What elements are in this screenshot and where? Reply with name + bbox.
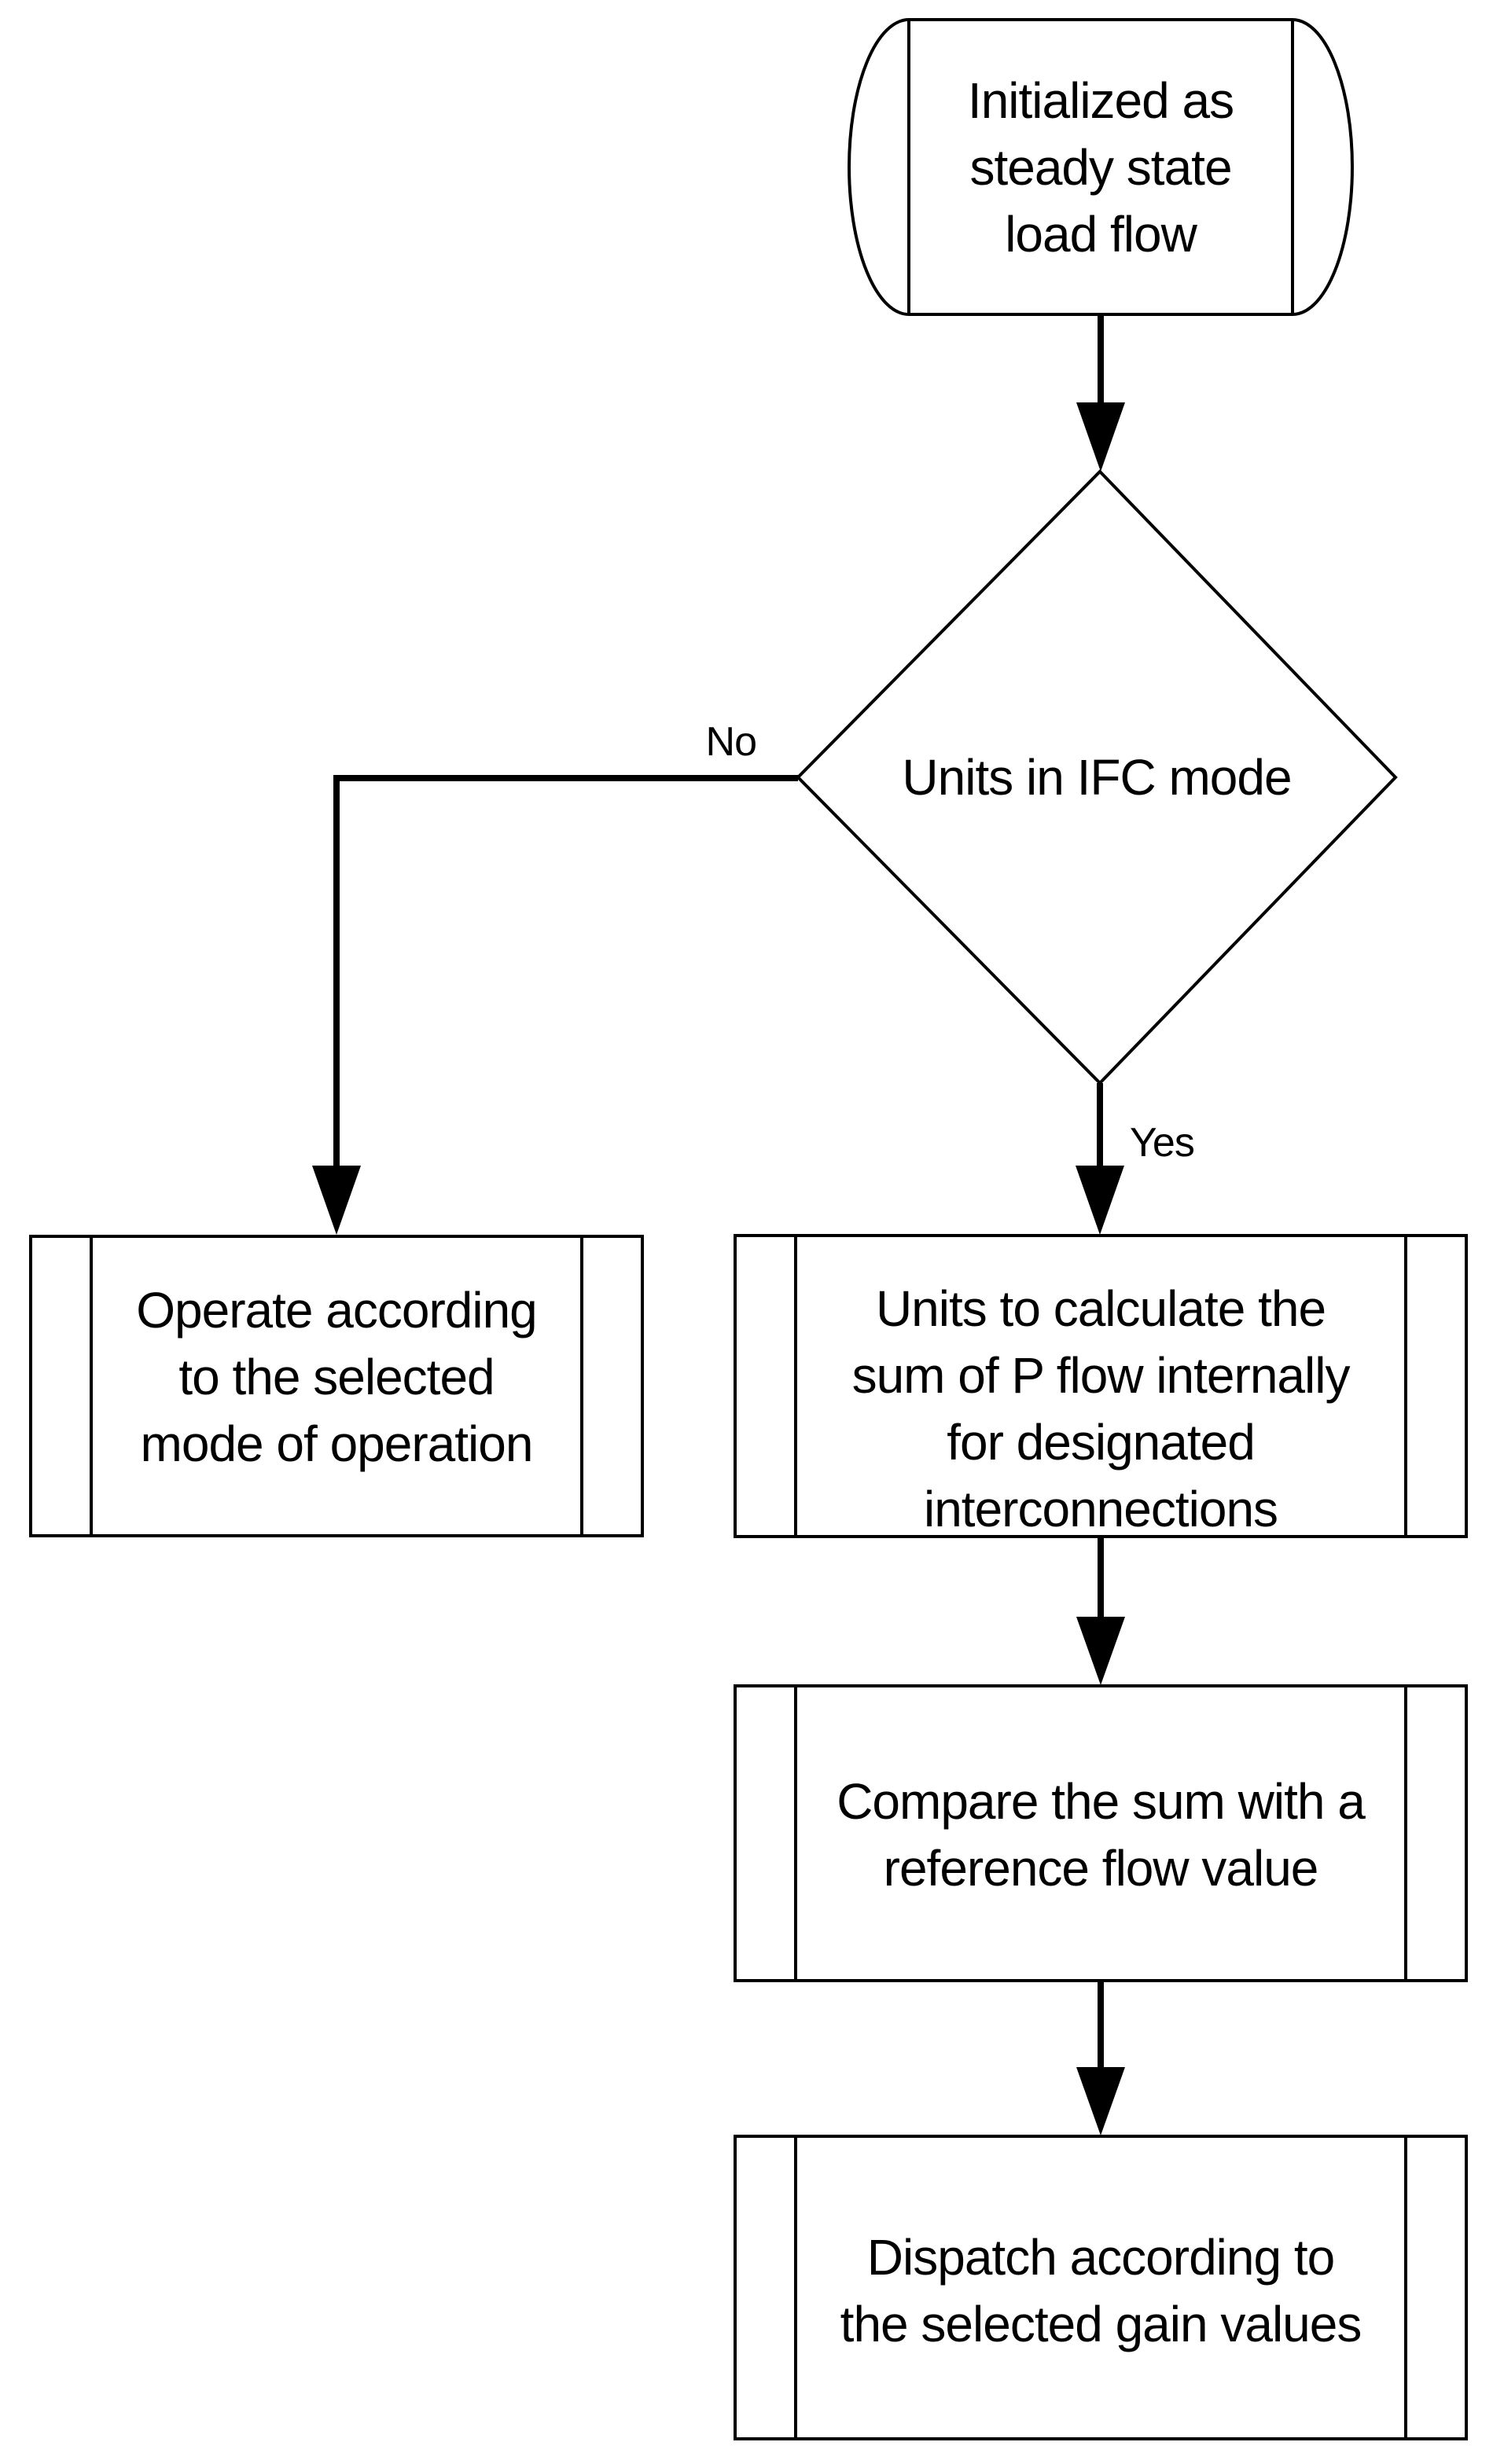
text-line: load flow — [1005, 206, 1197, 263]
decision-node-text: Units in IFC mode — [782, 744, 1411, 811]
no-edge-label: No — [705, 719, 757, 765]
compare-box-shape — [734, 1684, 1468, 1982]
text-line: Dispatch according to — [866, 2229, 1335, 2286]
calculate-box-shape — [734, 1234, 1468, 1538]
text-line: Initialized as — [967, 72, 1234, 129]
dispatch-box-shape — [734, 2135, 1468, 2440]
operate-box-shape — [29, 1235, 644, 1537]
text-line: Units to calculate the — [875, 1280, 1326, 1337]
dispatch-box-text: Dispatch according to the selected gain … — [796, 2224, 1406, 2358]
calculate-box-text: Units to calculate the sum of P flow int… — [796, 1276, 1406, 1543]
text-line: mode of operation — [140, 1416, 534, 1472]
start-node-text: Initialized as steady state load flow — [865, 68, 1337, 268]
operate-box-text: Operate according to the selected mode o… — [22, 1277, 651, 1478]
text-line: the selected gain values — [840, 2296, 1362, 2352]
compare-box-text: Compare the sum with a reference flow va… — [796, 1768, 1406, 1902]
arrowhead-yes-branch — [1076, 1166, 1124, 1235]
text-line: steady state — [969, 139, 1232, 196]
text-line: Units in IFC mode — [902, 749, 1292, 806]
text-line: interconnections — [923, 1481, 1278, 1537]
text-line: sum of P flow internally — [851, 1347, 1351, 1404]
arrowhead-compare-to-dispatch — [1076, 2067, 1125, 2135]
text-line: Compare the sum with a — [837, 1773, 1366, 1830]
yes-edge-label: Yes — [1130, 1120, 1195, 1166]
no-branch-line — [333, 775, 798, 1173]
arrowhead-no-branch — [312, 1166, 361, 1235]
text-line: Operate according — [136, 1282, 538, 1338]
text-line: to the selected — [178, 1349, 495, 1405]
arrowhead-calculate-to-compare — [1076, 1617, 1125, 1685]
text-line: reference flow value — [883, 1840, 1319, 1897]
arrowhead-start-to-decision — [1076, 402, 1125, 472]
text-line: for designated — [947, 1414, 1256, 1471]
